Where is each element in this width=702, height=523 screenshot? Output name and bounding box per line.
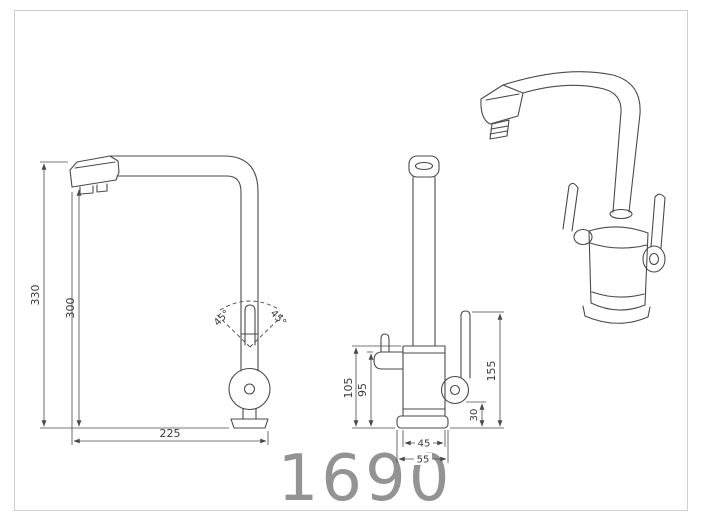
dim-330-label: 330 xyxy=(29,285,42,306)
dimension-105 xyxy=(352,345,401,429)
ball-joint-hub xyxy=(243,383,256,395)
dim-300-label: 300 xyxy=(64,298,77,319)
spout-arm-outer xyxy=(109,155,259,372)
p-spout-head xyxy=(480,84,524,125)
spout-head-detail-line xyxy=(74,161,116,169)
fan-line-right xyxy=(249,313,285,348)
p-left-handle-boss xyxy=(573,228,593,246)
right-handle-flange xyxy=(440,375,470,405)
fan-arc xyxy=(219,300,281,311)
perspective-view-faucet xyxy=(480,71,666,324)
p-arm-inner xyxy=(522,84,622,213)
side-view-faucet xyxy=(69,155,271,429)
left-handle-stub xyxy=(373,351,404,370)
dim-95-label: 95 xyxy=(356,383,369,397)
right-handle-hub xyxy=(449,384,461,396)
dimension-155 xyxy=(450,311,504,429)
spout-cap-opening xyxy=(414,161,434,171)
p-right-handle-hub xyxy=(648,252,660,266)
spout-tube xyxy=(412,176,436,347)
handle-rotation-fan xyxy=(215,300,285,348)
handle-pin-side xyxy=(244,304,256,346)
body-neck xyxy=(242,408,257,420)
dimension-225 xyxy=(71,192,269,445)
p-base xyxy=(582,305,651,324)
spout-head-outline xyxy=(69,155,120,188)
dim-45-label-bg xyxy=(415,437,433,449)
front-view-faucet xyxy=(373,155,471,429)
dim-225-label: 225 xyxy=(160,427,181,440)
body-flange-lines xyxy=(402,352,446,410)
drawing-border xyxy=(14,10,688,511)
ball-joint xyxy=(228,367,271,411)
fan-line-left xyxy=(215,313,251,348)
dimension-30 xyxy=(466,401,486,427)
p-arm-outer xyxy=(502,71,641,213)
p-body-ring-upper xyxy=(589,242,648,249)
p-body-ring-lower xyxy=(591,291,645,298)
p-aerator xyxy=(489,119,510,140)
p-right-handle-flange xyxy=(642,245,666,273)
spout-cap xyxy=(408,155,440,178)
p-body-bottom-arc xyxy=(590,302,646,311)
p-right-handle-pin xyxy=(650,193,666,249)
base-side xyxy=(230,418,269,429)
side-view-dimensions xyxy=(40,161,269,445)
dimension-330 xyxy=(40,161,229,429)
left-handle-pin xyxy=(380,333,390,353)
p-spout-head-detail xyxy=(485,93,520,101)
dim-155-label: 155 xyxy=(485,361,498,382)
base-front xyxy=(396,415,449,429)
dim-30-label: 30 xyxy=(469,409,480,422)
dim-55-label: 55 xyxy=(417,455,430,466)
right-handle-pin xyxy=(460,310,471,379)
dim-55-label-bg xyxy=(414,453,432,465)
dimension-95 xyxy=(367,351,374,427)
dim-105-label: 105 xyxy=(342,378,355,399)
p-left-handle-pin xyxy=(562,182,579,232)
faucet-body xyxy=(402,345,446,417)
angle-left-label: 45° xyxy=(212,308,232,328)
angle-right-label: 45° xyxy=(268,308,288,328)
dim-45-label: 45 xyxy=(418,439,431,450)
spout-arm-inner xyxy=(116,175,242,372)
p-body-top-arc xyxy=(588,226,649,234)
p-riser-joint xyxy=(609,208,633,220)
